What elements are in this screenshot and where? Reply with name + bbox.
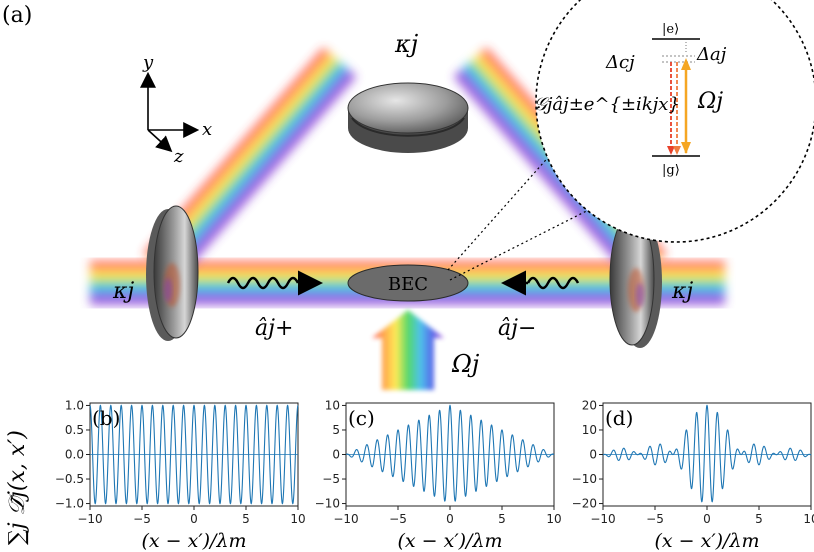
mode-plus-label: âj+ bbox=[255, 316, 293, 341]
x-tick-label: −10 bbox=[333, 512, 358, 526]
panel-label-a: (a) bbox=[2, 3, 32, 28]
y-tick-label: 5 bbox=[332, 423, 340, 437]
x-tick-label: −10 bbox=[590, 512, 615, 526]
x-tick-label: 0 bbox=[703, 512, 711, 526]
pump-rabi-label: Ωj bbox=[697, 89, 723, 114]
y-tick-label: 0 bbox=[332, 448, 340, 462]
excited-state-label: |e⟩ bbox=[662, 22, 679, 37]
atom-detuning-label: Δaj bbox=[696, 44, 727, 65]
schematic-panel: (a) κj κj κj BEC bbox=[2, 0, 814, 390]
series-line bbox=[602, 404, 812, 503]
kappa-top-label: κj bbox=[394, 30, 419, 58]
x-tick-label: 5 bbox=[242, 512, 250, 526]
right-mirror bbox=[609, 212, 662, 348]
axis-z-label: z bbox=[173, 146, 184, 167]
y-tick-label: 10 bbox=[582, 423, 597, 437]
y-tick-label: −1.0 bbox=[55, 497, 84, 511]
panel-label-c: (c) bbox=[348, 406, 375, 430]
axis-y-label: y bbox=[142, 52, 154, 73]
x-tick-label: −10 bbox=[77, 512, 102, 526]
y-tick-label: −0.5 bbox=[55, 472, 84, 486]
x-tick-label: 10 bbox=[803, 512, 814, 526]
y-tick-label: 0.5 bbox=[65, 423, 84, 437]
y-tick-label: 1.0 bbox=[65, 398, 84, 412]
y-tick-label: −10 bbox=[315, 497, 340, 511]
pump-label: Ωj bbox=[451, 350, 480, 378]
y-tick-label: 0 bbox=[589, 448, 597, 462]
x-tick-label: −5 bbox=[646, 512, 664, 526]
y-tick-label: −10 bbox=[572, 472, 597, 486]
plot-b: −10 −5 0 5 10 −1.0 −0.5 0.0 0.5 1.0 (b) (x − x′)/λm bbox=[55, 398, 306, 552]
x-axis-label: (x − x′)/λm bbox=[397, 530, 502, 552]
y-tick-label: −20 bbox=[572, 497, 597, 511]
photon-minus-wave bbox=[526, 276, 580, 290]
left-mirror bbox=[146, 205, 199, 341]
cavity-detuning-label: Δcj bbox=[605, 52, 635, 73]
inset-circle bbox=[535, 0, 814, 243]
x-axis-label: (x − x′)/λm bbox=[654, 530, 759, 552]
y-tick-label: 0.0 bbox=[65, 448, 84, 462]
inset-connector-upper bbox=[447, 143, 561, 271]
x-tick-label: 0 bbox=[190, 512, 198, 526]
plot-row: −10 −5 0 5 10 −1.0 −0.5 0.0 0.5 1.0 (b) (x − x′)/λm… bbox=[55, 398, 814, 552]
x-tick-label: −5 bbox=[389, 512, 407, 526]
panel-label-d: (d) bbox=[605, 406, 633, 430]
shared-y-label: ∑j 𝒟̃j(x, x′) bbox=[5, 430, 30, 545]
x-tick-label: 10 bbox=[546, 512, 561, 526]
y-tick-label: 20 bbox=[582, 398, 597, 412]
x-tick-label: 5 bbox=[755, 512, 763, 526]
kappa-left-label: κj bbox=[112, 279, 134, 304]
series-line bbox=[345, 404, 555, 502]
bec-cloud bbox=[347, 264, 469, 302]
y-tick-label: −5 bbox=[322, 472, 340, 486]
level-diagram-inset: |e⟩ |g⟩ Δcj Δaj 𝒢jâj±e^{±ikjx} Ωj bbox=[534, 0, 814, 243]
mode-minus-label: âj− bbox=[498, 316, 536, 341]
coupling-label: 𝒢jâj±e^{±ikjx} bbox=[534, 94, 680, 115]
top-mirror bbox=[347, 82, 469, 153]
ground-state-label: |g⟩ bbox=[662, 163, 680, 178]
plot-c: −10 −5 0 5 10 −10 −5 0 5 10 (c) (x − x′)/λm bbox=[315, 398, 562, 552]
x-tick-label: 5 bbox=[498, 512, 506, 526]
bec-label: BEC bbox=[388, 274, 428, 295]
y-tick-label: 10 bbox=[325, 398, 340, 412]
panel-label-b: (b) bbox=[92, 406, 120, 430]
kappa-right-label: κj bbox=[671, 279, 693, 304]
x-axis-label: (x − x′)/λm bbox=[141, 530, 246, 552]
coordinate-axes bbox=[140, 71, 200, 153]
series-line bbox=[89, 404, 299, 505]
axis-x-label: x bbox=[202, 119, 212, 140]
x-tick-label: 0 bbox=[446, 512, 454, 526]
photon-plus-wave bbox=[226, 276, 300, 290]
x-tick-label: 10 bbox=[290, 512, 305, 526]
pump-arrow bbox=[372, 310, 444, 390]
x-tick-label: −5 bbox=[133, 512, 151, 526]
